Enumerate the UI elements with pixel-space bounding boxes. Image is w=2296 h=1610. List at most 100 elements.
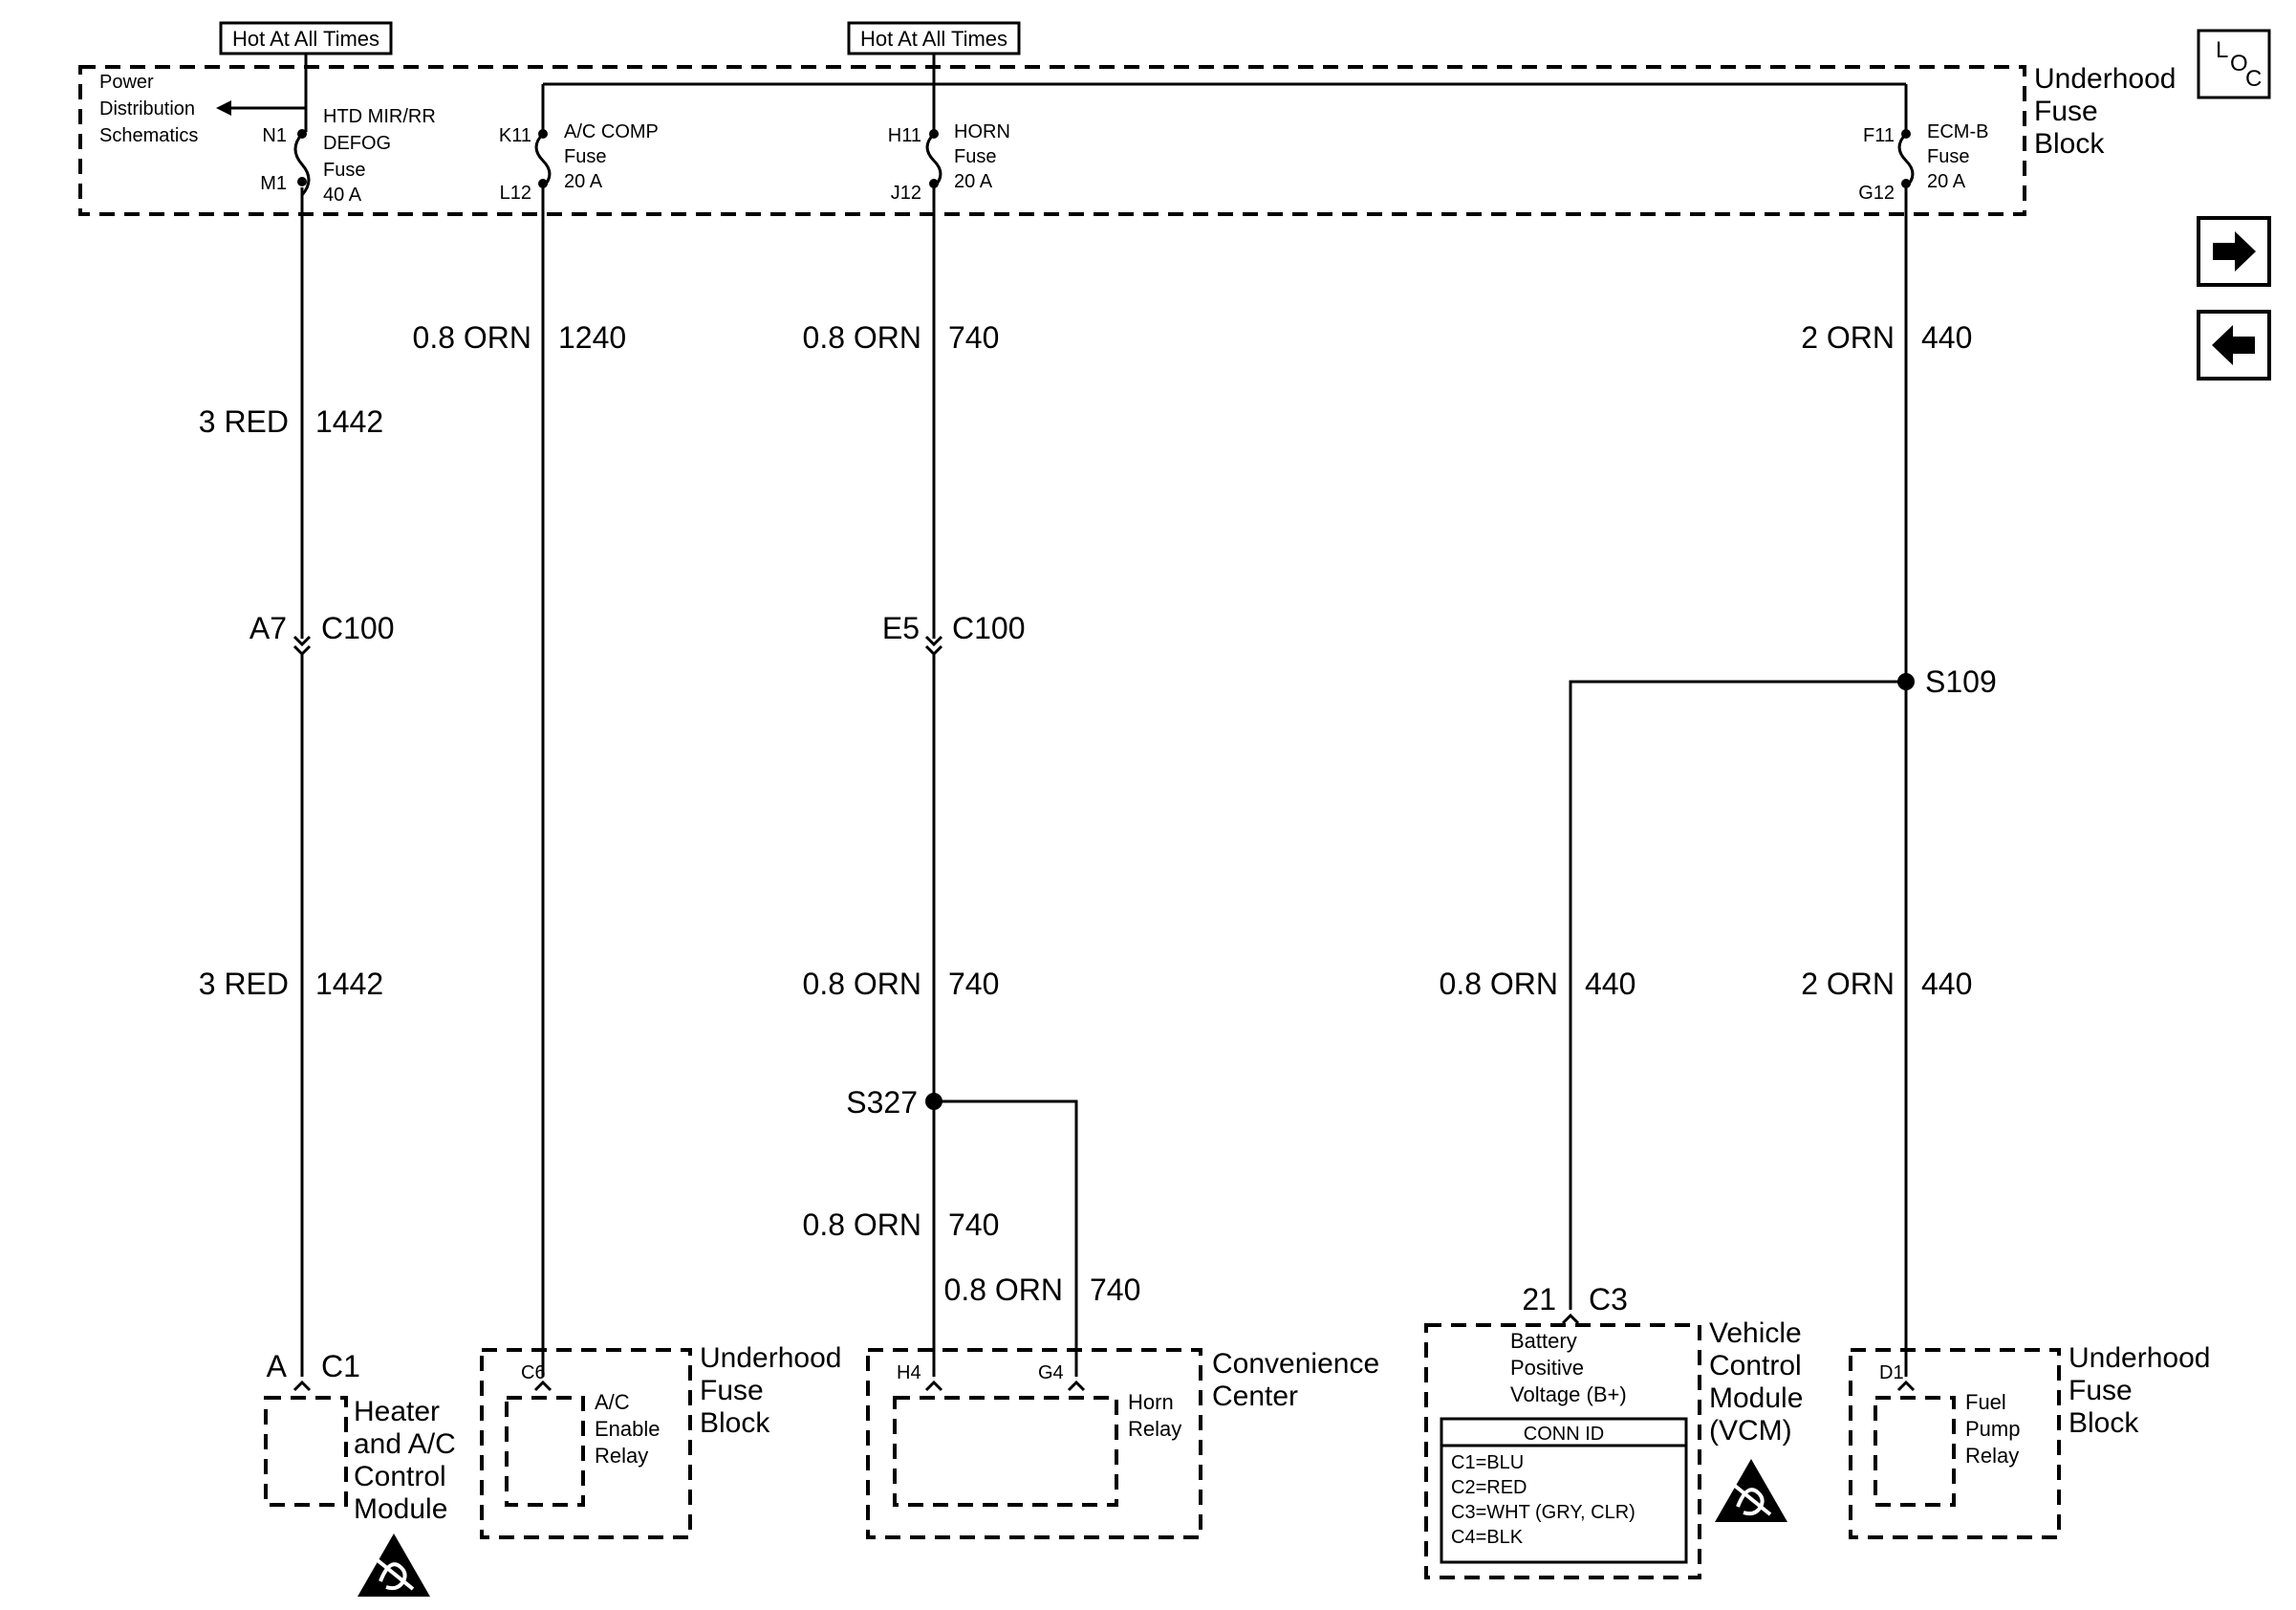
loc-letter-l: L bbox=[2216, 37, 2228, 63]
power-dist-line1: Power bbox=[99, 72, 154, 93]
ac-relay-inner3: Relay bbox=[595, 1444, 648, 1468]
wire-spec: 2 ORN bbox=[1801, 967, 1895, 1001]
heater-line4: Module bbox=[354, 1493, 447, 1525]
fuse-htd-name3: Fuse bbox=[323, 160, 365, 181]
fuse-ecm-amp: 20 A bbox=[1927, 171, 1966, 192]
ac-relay-inner1: A/C bbox=[595, 1390, 630, 1414]
convenience-outer-outline bbox=[866, 1348, 1202, 1539]
convenience-outer2: Center bbox=[1212, 1381, 1298, 1412]
splice-s327-label: S327 bbox=[846, 1085, 918, 1120]
fuse-ecm-b: F11 G12 ECM-B Fuse 20 A bbox=[1858, 121, 1988, 204]
esd-sensitive-icon bbox=[356, 1532, 432, 1599]
power-dist-line2: Distribution bbox=[99, 98, 195, 120]
loc-letter-c: C bbox=[2245, 66, 2262, 92]
wire-circuit: 740 bbox=[1090, 1273, 1140, 1307]
convenience-outer1: Convenience bbox=[1212, 1348, 1379, 1380]
wire-circuit: 740 bbox=[948, 320, 999, 355]
fuse-horn-amp: 20 A bbox=[954, 171, 993, 192]
wire-circuit: 440 bbox=[1921, 967, 1972, 1001]
ac-relay-outer3: Block bbox=[700, 1407, 770, 1439]
power-distribution-label: Power Distribution Schematics bbox=[99, 72, 198, 146]
wire-spec: 2 ORN bbox=[1801, 320, 1895, 355]
fuel-relay-pin: D1 bbox=[1879, 1362, 1904, 1383]
vcm-inner2: Positive bbox=[1510, 1356, 1584, 1380]
heater-line1: Heater bbox=[354, 1396, 440, 1427]
wire-label-740-lower: 0.8 ORN 740 bbox=[803, 1208, 1000, 1242]
connector-name: C3 bbox=[1589, 1282, 1628, 1316]
fuse-horn-out-pin: J12 bbox=[891, 183, 921, 204]
horn-relay-outline bbox=[893, 1396, 1118, 1507]
fuel-relay-inner1: Fuel bbox=[1965, 1390, 2006, 1414]
horn-relay-pin2: G4 bbox=[1038, 1362, 1064, 1383]
ac-relay-inner-outline bbox=[505, 1396, 585, 1507]
conn-id-line: C1=BLU bbox=[1451, 1452, 1524, 1473]
fuse-horn-name1: HORN bbox=[954, 121, 1010, 142]
conn-id-title: CONN ID bbox=[1524, 1424, 1604, 1445]
connector-name: C100 bbox=[321, 611, 395, 645]
loc-button[interactable]: L O C bbox=[2197, 29, 2271, 99]
fuse-ac-name2: Fuse bbox=[564, 146, 606, 167]
heater-module-outline bbox=[264, 1396, 348, 1507]
fuel-pump-relay-block: D1 Fuel Pump Relay Underhood Fuse Block bbox=[1849, 1342, 2210, 1539]
connector-name: C1 bbox=[321, 1349, 360, 1383]
hot-label-left: Hot At All Times bbox=[219, 21, 393, 55]
wire-spec: 0.8 ORN bbox=[413, 320, 531, 355]
wire-spec: 3 RED bbox=[199, 967, 289, 1001]
hot-label-left-text: Hot At All Times bbox=[232, 27, 379, 51]
fuse-ac-comp: K11 L12 A/C COMP Fuse 20 A bbox=[499, 121, 659, 204]
fuse-ac-out-pin: L12 bbox=[500, 183, 531, 204]
connector-pin: A bbox=[267, 1349, 288, 1383]
wire-440-branch bbox=[1569, 680, 1906, 1310]
fuse-ac-name1: A/C COMP bbox=[564, 121, 659, 142]
top-fuse-block-line1: Underhood bbox=[2034, 63, 2176, 95]
connector-c100-horn: E5 C100 bbox=[882, 611, 1026, 645]
vcm-outer1: Vehicle bbox=[1709, 1317, 1802, 1349]
wire-spec: 0.8 ORN bbox=[803, 320, 921, 355]
fuse-ac-in-pin: K11 bbox=[499, 125, 531, 146]
fuel-relay-outer-outline bbox=[1849, 1348, 2061, 1539]
fuse-horn: H11 J12 HORN Fuse 20 A bbox=[888, 121, 1010, 204]
fuse-htd-name2: DEFOG bbox=[323, 133, 391, 154]
fuse-htd-name1: HTD MIR/RR bbox=[323, 106, 436, 127]
esd-sensitive-icon bbox=[1713, 1457, 1789, 1524]
wire-circuit: 740 bbox=[948, 1208, 999, 1242]
fuse-horn-name2: Fuse bbox=[954, 146, 996, 167]
vcm-outer3: Module bbox=[1709, 1382, 1803, 1414]
ac-relay-outer1: Underhood bbox=[700, 1342, 841, 1374]
fuse-htd-in-pin: N1 bbox=[262, 125, 287, 146]
connector-pin: E5 bbox=[882, 611, 920, 645]
ac-relay-inner2: Enable bbox=[595, 1417, 661, 1441]
top-fuse-block-label: Underhood Fuse Block bbox=[2034, 63, 2176, 160]
wire-spec: 3 RED bbox=[199, 404, 289, 439]
wire-spec: 0.8 ORN bbox=[1440, 967, 1558, 1001]
wire-spec: 0.8 ORN bbox=[944, 1273, 1063, 1307]
horn-relay-inner1: Horn bbox=[1128, 1390, 1174, 1414]
vcm-inner3: Voltage (B+) bbox=[1510, 1382, 1627, 1406]
fuse-ecm-out-pin: G12 bbox=[1858, 183, 1895, 204]
hot-label-center: Hot At All Times bbox=[847, 21, 1021, 55]
vcm-outer2: Control bbox=[1709, 1350, 1802, 1382]
arrow-right-icon[interactable] bbox=[2197, 216, 2271, 287]
fuel-relay-outer1: Underhood bbox=[2069, 1342, 2210, 1374]
vcm-outline bbox=[1424, 1323, 1701, 1579]
fuse-htd-amp: 40 A bbox=[323, 185, 362, 206]
connector-pin: A7 bbox=[249, 611, 287, 645]
fuel-relay-inner2: Pump bbox=[1965, 1417, 2020, 1441]
vehicle-control-module: Battery Positive Voltage (B+) CONN ID C1… bbox=[1424, 1317, 1803, 1579]
fuel-relay-inner-outline bbox=[1874, 1396, 1956, 1507]
connector-pin: 21 bbox=[1522, 1282, 1556, 1316]
wire-label-1442-bottom: 3 RED 1442 bbox=[199, 967, 383, 1001]
top-fuse-block-line2: Fuse bbox=[2034, 96, 2098, 127]
power-dist-line3: Schematics bbox=[99, 125, 198, 146]
connector-name: C100 bbox=[952, 611, 1026, 645]
top-fuse-block-outline bbox=[78, 65, 2026, 216]
wire-label-440-vcm: 0.8 ORN 440 bbox=[1440, 967, 1636, 1001]
wire-circuit: 1240 bbox=[558, 320, 626, 355]
convenience-center: H4 G4 Horn Relay Convenience Center bbox=[866, 1348, 1379, 1539]
arrow-left-icon[interactable] bbox=[2197, 310, 2271, 381]
heater-line3: Control bbox=[354, 1461, 446, 1492]
wire-label-740-top: 0.8 ORN 740 bbox=[803, 320, 1000, 355]
horn-relay-inner2: Relay bbox=[1128, 1417, 1181, 1441]
wire-circuit: 740 bbox=[948, 967, 999, 1001]
fuel-relay-inner3: Relay bbox=[1965, 1444, 2019, 1468]
